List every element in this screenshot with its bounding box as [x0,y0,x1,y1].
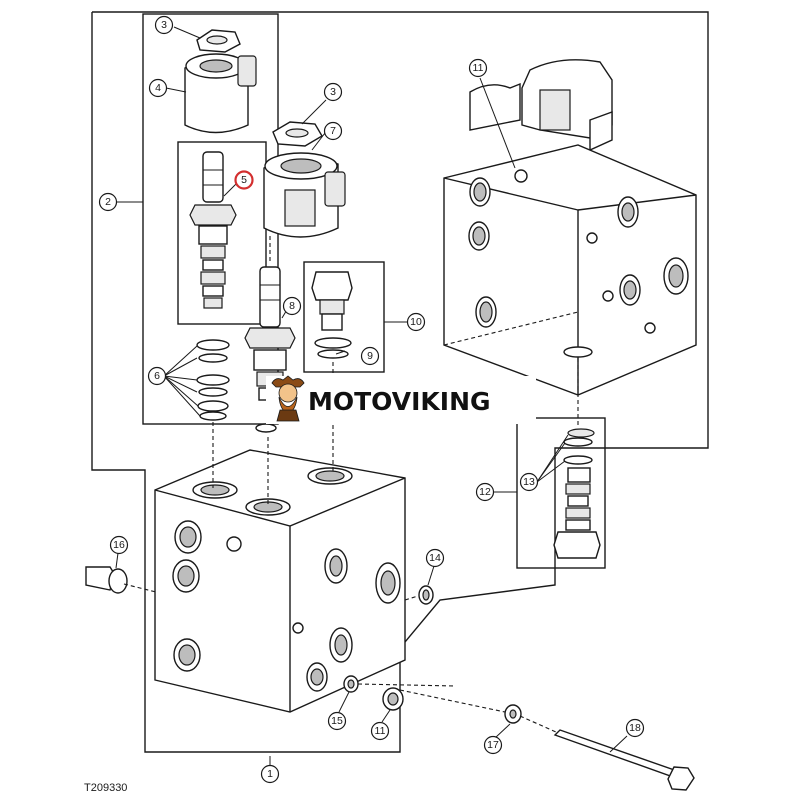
solenoid-coil-4 [184,29,257,134]
callout-8: 8 [282,296,302,316]
plug-14 [418,585,434,605]
svg-text:15: 15 [331,715,343,727]
main-valve-body [154,449,406,713]
assembly-dash-lines [123,236,579,733]
relief-valve-box [303,261,385,373]
callout-7: 7 [323,121,343,141]
svg-text:11: 11 [375,725,386,737]
plug-12 [553,428,601,559]
callout-5: 5 [234,170,254,190]
diagram-code: T209330 [84,782,127,794]
svg-text:7: 7 [330,125,336,137]
callout-10: 10 [406,312,426,332]
bushing-16 [85,566,128,594]
plug-15 [343,675,359,693]
assembly-frame [91,11,709,753]
svg-text:3: 3 [161,19,167,31]
svg-text:16: 16 [113,539,125,551]
svg-text:4: 4 [155,82,161,94]
callout-16: 16 [109,535,129,555]
svg-text:5: 5 [241,174,247,186]
callout-13: 13 [519,472,539,492]
callout-3-lower: 3 [323,82,343,102]
svg-text:2: 2 [105,196,111,208]
callout-2: 2 [98,192,118,212]
callout-14: 14 [425,548,445,568]
callout-15: 15 [327,711,347,731]
svg-text:1: 1 [267,768,273,780]
bolt-18 [553,729,695,791]
svg-text:8: 8 [289,300,295,312]
callout-1: 1 [260,764,280,784]
callout-12: 12 [475,482,495,502]
svg-text:3: 3 [330,86,336,98]
svg-text:10: 10 [410,316,422,328]
callout-17: 17 [483,735,503,755]
o-ring-set-6 [196,339,230,421]
svg-text:11: 11 [473,62,484,74]
leader-lines [115,26,628,765]
svg-text:13: 13 [523,476,535,488]
relief-valve-10 [311,271,353,359]
callout-11-upper: 11 [468,58,488,78]
callout-4: 4 [148,78,168,98]
plug-box [516,417,606,569]
svg-text:6: 6 [154,370,160,382]
upper-valve-body [443,59,697,396]
solenoid-coil-7 [263,121,346,238]
watermark: MOTOVIKING [266,375,536,424]
callout-3-upper: 3 [154,15,174,35]
callout-6: 6 [147,366,167,386]
cartridge-box [177,141,267,325]
svg-text:12: 12 [479,486,491,498]
watermark-text: MOTOVIKING [308,387,491,416]
svg-text:18: 18 [629,722,641,734]
washer-17 [504,704,522,724]
viking-logo-icon [271,375,305,422]
callout-9: 9 [360,346,380,366]
callout-11-lower: 11 [370,721,390,741]
svg-text:17: 17 [487,739,499,751]
svg-text:14: 14 [429,552,441,564]
svg-text:9: 9 [367,350,373,362]
plug-11-lower [382,687,404,711]
cartridge-5 [189,151,237,309]
callout-18: 18 [625,718,645,738]
